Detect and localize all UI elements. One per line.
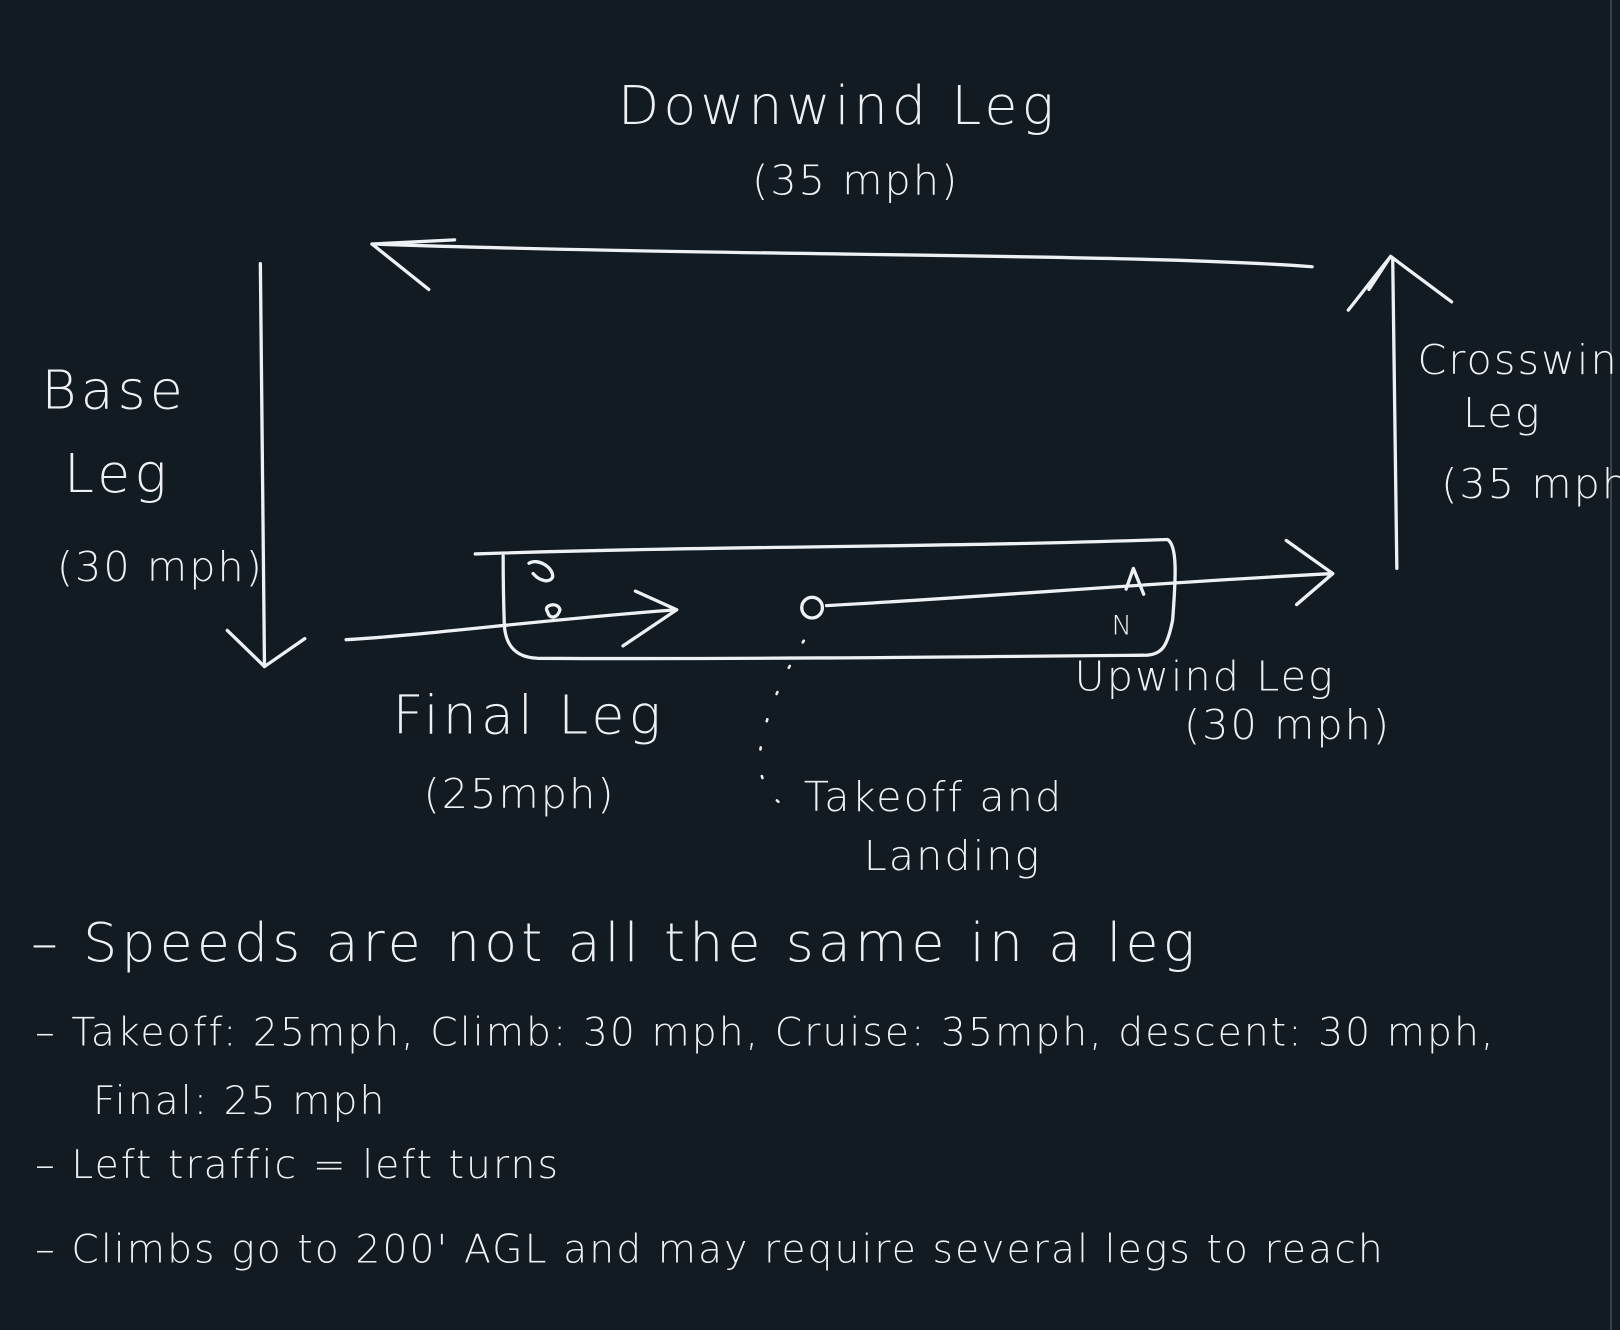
downwind-leg-label: Downwind Leg <box>618 74 1058 137</box>
note-speeds: – Speeds are not all the same in a leg <box>31 911 1199 974</box>
note-climbs: – Climbs go to 200' AGL and may require … <box>35 1228 1385 1273</box>
note-phase-speeds: – Takeoff: 25mph, Climb: 30 mph, Cruise:… <box>35 1011 1495 1056</box>
upwind-speed-label: (30 mph) <box>1184 701 1391 749</box>
crosswind-leg-label-2: Leg <box>1463 389 1542 437</box>
base-speed-label: (30 mph) <box>57 543 264 591</box>
final-leg-label: Final Leg <box>393 684 665 747</box>
runway-outline <box>473 537 1177 661</box>
note-final-speed: Final: 25 mph <box>93 1079 386 1124</box>
note-left-traffic: – Left traffic = left turns <box>35 1143 560 1188</box>
final-arrow <box>344 589 679 648</box>
base-leg-label-2: Leg <box>64 442 171 505</box>
north-arrow <box>1124 566 1146 596</box>
crosswind-speed-label: (35 mph) <box>1441 460 1620 508</box>
takeoff-landing-label: Takeoff and <box>804 773 1064 821</box>
base-leg-label: Base <box>41 358 187 421</box>
crosswind-arrow <box>1346 254 1454 571</box>
windsock-mark <box>527 560 562 619</box>
north-label: N <box>1112 611 1134 642</box>
upwind-leg-label: Upwind Leg <box>1074 652 1334 700</box>
downwind-arrow <box>370 238 1314 292</box>
leader-line <box>758 639 806 813</box>
upwind-arrow <box>824 538 1335 608</box>
canvas-edge-divider <box>1610 0 1612 1330</box>
final-speed-label: (25mph) <box>424 770 616 818</box>
takeoff-landing-point <box>800 595 825 620</box>
takeoff-landing-label-2: Landing <box>864 832 1042 880</box>
base-arrow <box>225 261 307 669</box>
downwind-speed-label: (35 mph) <box>752 156 959 204</box>
crosswind-leg-label: Crosswind <box>1417 336 1620 384</box>
